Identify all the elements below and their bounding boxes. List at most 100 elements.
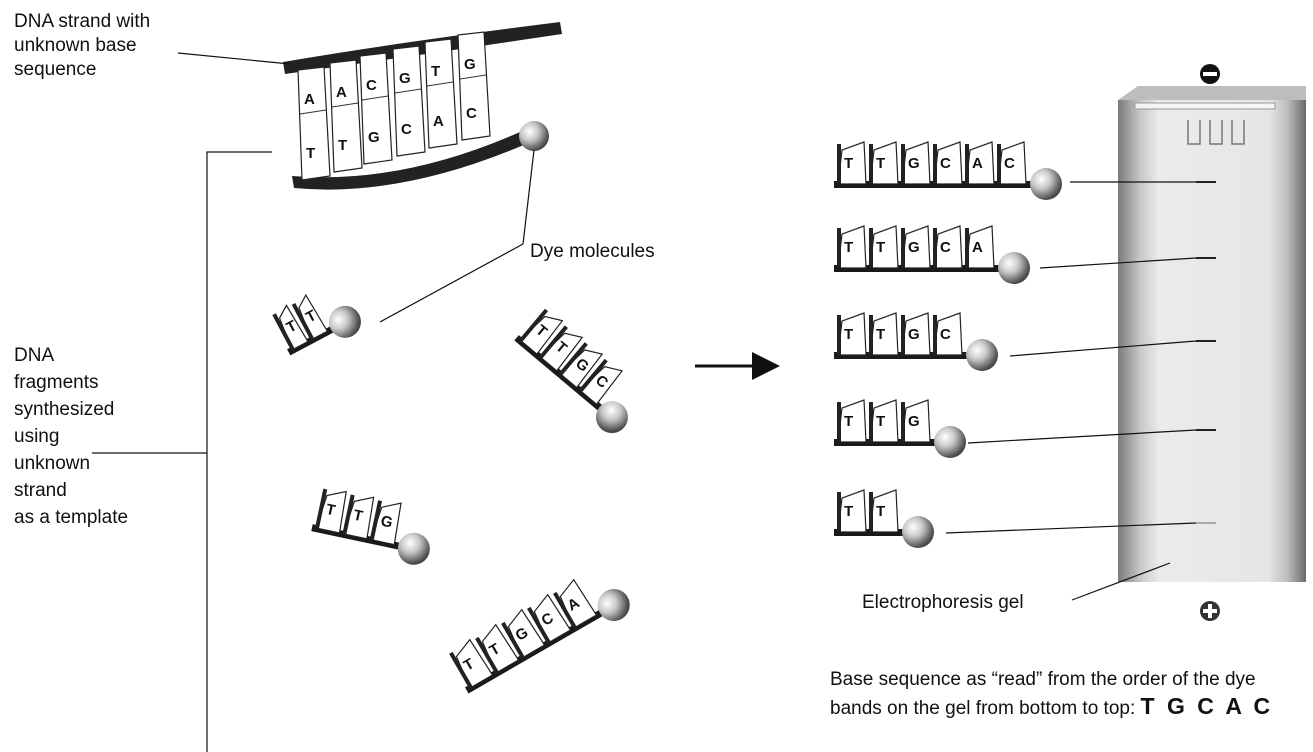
fragments-label-line-6: strand — [14, 477, 128, 504]
sorted-fragment-base-label: T — [844, 503, 853, 520]
template-base-pair: GC — [458, 32, 490, 140]
template-top-backbone — [283, 22, 562, 74]
sorted-fragment-dye — [934, 426, 966, 458]
sorted-fragment-base-label: T — [876, 503, 885, 520]
template-base-pair: AT — [330, 60, 362, 172]
sorted-fragment-base-label: T — [876, 413, 885, 430]
template-bottom-base: C — [401, 121, 412, 138]
template-top-base: A — [304, 91, 315, 108]
electrophoresis-gel-graphic — [1118, 64, 1306, 621]
unknown-strand-label-line-2: unknown base — [14, 34, 150, 58]
sorted-fragment-nucleotide: T — [837, 400, 866, 442]
sequence-caption-prefix: bands on the gel from bottom to top: — [830, 698, 1135, 719]
sorted-fragment-dye — [1030, 168, 1062, 200]
sorted-fragment-nucleotide: A — [965, 142, 994, 184]
process-arrow — [695, 352, 780, 380]
template-top-base: G — [399, 70, 411, 87]
scattered-fragment-nucleotide: T — [342, 493, 375, 539]
scattered-fragment-dye — [592, 583, 636, 627]
sorted-fragment-base-label: G — [908, 326, 920, 343]
sorted-fragment-nucleotide: T — [869, 490, 898, 532]
sorted-fragment-nucleotide: T — [837, 142, 866, 184]
sorted-fragment-nucleotide: T — [869, 400, 898, 442]
unknown-strand-label: DNA strand with unknown base sequence — [14, 10, 150, 82]
sorted-fragment-nucleotide: A — [965, 226, 994, 268]
sorted-fragment-nucleotide: G — [901, 142, 930, 184]
template-top-base: C — [366, 77, 377, 94]
sorted-fragment-base-label: T — [844, 326, 853, 343]
sorted-fragment-base-label: G — [908, 155, 920, 172]
sorted-fragment-nucleotide: G — [901, 400, 930, 442]
sorted-fragment-nucleotide: C — [997, 142, 1026, 184]
template-top-base: T — [431, 63, 440, 80]
sorted-fragment-nucleotide: T — [837, 226, 866, 268]
template-bottom-base: C — [466, 105, 477, 122]
fragments-label-line-1: DNA — [14, 342, 128, 369]
unknown-strand-label-line-1: DNA strand with — [14, 10, 150, 34]
template-base-pair: CG — [360, 53, 392, 164]
sorted-fragment-base-label: T — [844, 155, 853, 172]
sorted-fragment-base-label: C — [940, 239, 951, 256]
scattered-fragment-dye — [395, 530, 433, 568]
dye-molecules-label: Dye molecules — [530, 240, 655, 264]
sorted-fragment-dye — [966, 339, 998, 371]
fragments-label-line-2: fragments — [14, 369, 128, 396]
sorted-fragment-base-label: C — [940, 326, 951, 343]
scattered-fragment-nucleotide: T — [315, 487, 348, 533]
sorted-fragment-base-label: A — [972, 239, 983, 256]
fragments-label-line-3: synthesized — [14, 396, 128, 423]
leader-lines — [92, 53, 1196, 752]
template-bottom-base: T — [306, 145, 315, 162]
template-base-pair: TA — [425, 39, 457, 148]
sequence-caption-line-2: bands on the gel from bottom to top: T G… — [830, 693, 1273, 722]
sorted-fragment-base-label: G — [908, 239, 920, 256]
sorted-fragment-nucleotide: C — [933, 226, 962, 268]
fragments-bracket — [207, 152, 272, 752]
sorted-fragment-nucleotide: T — [869, 226, 898, 268]
sorted-fragment-nucleotide: G — [901, 313, 930, 355]
sorted-fragment-nucleotide: T — [837, 490, 866, 532]
scattered-fragment: TT — [269, 277, 367, 366]
sequence-read: T G C A C — [1141, 693, 1274, 719]
sorted-fragment-base-label: G — [908, 413, 920, 430]
template-dna: ATATCGGCTAGC — [283, 22, 562, 190]
unknown-strand-label-line-3: sequence — [14, 58, 150, 82]
sorted-fragment-base-label: T — [876, 326, 885, 343]
gel-label: Electrophoresis gel — [862, 591, 1024, 615]
template-top-base: G — [464, 56, 476, 73]
sorted-fragment-nucleotide: T — [837, 313, 866, 355]
sorted-fragment-nucleotide: C — [933, 313, 962, 355]
template-dye — [519, 121, 549, 151]
scattered-fragment-nucleotide: G — [370, 498, 403, 544]
template-bottom-base: G — [368, 129, 380, 146]
fragments-label: DNA fragments synthesized using unknown … — [14, 342, 128, 531]
sorted-fragment-base-label: T — [876, 239, 885, 256]
sorted-fragment-nucleotide: C — [933, 142, 962, 184]
gel-top-rim — [1118, 86, 1306, 100]
sorted-fragment-nucleotide: T — [869, 313, 898, 355]
sorted-fragment-base-label: T — [876, 155, 885, 172]
template-base-pair: AT — [298, 67, 330, 180]
template-bottom-base: A — [433, 113, 444, 130]
sorted-fragment-base-label: C — [1004, 155, 1015, 172]
gel-top-edge — [1135, 103, 1275, 109]
sorted-fragment-nucleotide: T — [869, 142, 898, 184]
sorted-fragment-base-label: A — [972, 155, 983, 172]
fragments-label-line-4: using — [14, 423, 128, 450]
sorted-fragment-dye — [998, 252, 1030, 284]
leader-unknown-strand — [178, 53, 290, 64]
sorted-fragment-base-label: T — [844, 413, 853, 430]
sequence-caption-line-1: Base sequence as “read” from the order o… — [830, 667, 1273, 693]
template-base-pair: GC — [393, 46, 425, 156]
fragments-label-line-7: as a template — [14, 504, 128, 531]
